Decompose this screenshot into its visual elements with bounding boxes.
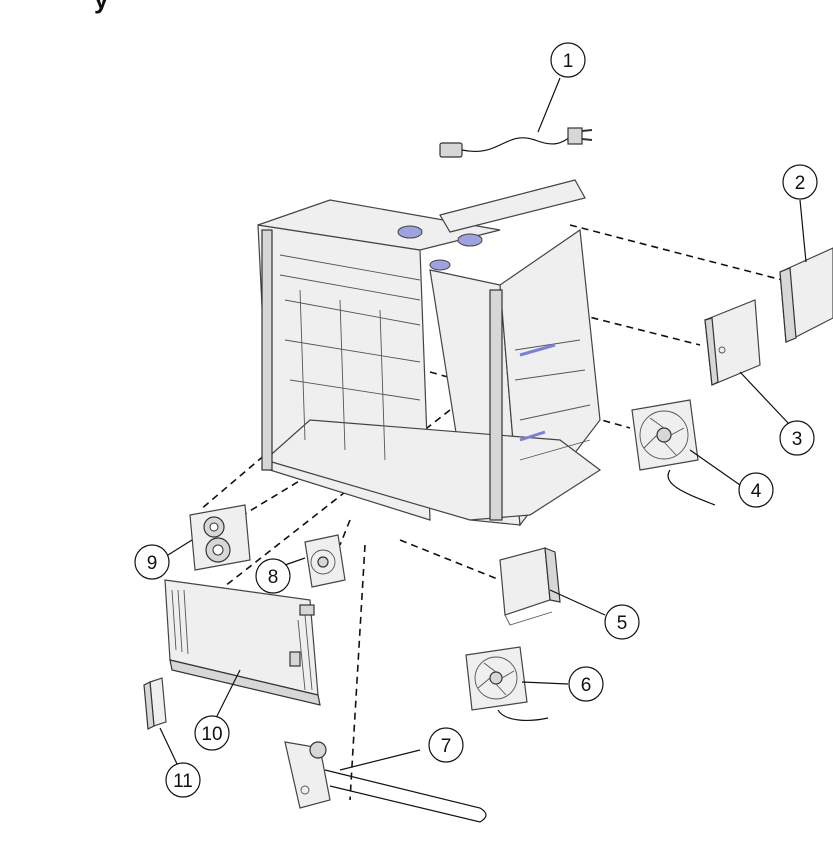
svg-text:7: 7 bbox=[441, 736, 452, 757]
svg-text:8: 8 bbox=[268, 567, 279, 588]
small-motor bbox=[304, 534, 346, 588]
callout-1: 1 bbox=[550, 42, 586, 78]
fan-upper bbox=[631, 399, 716, 506]
svg-text:2: 2 bbox=[795, 173, 806, 194]
callout-10: 10 bbox=[194, 715, 230, 751]
svg-text:6: 6 bbox=[581, 675, 592, 696]
main-frame-chassis bbox=[257, 179, 602, 527]
callout-11: 11 bbox=[165, 762, 201, 798]
svg-text:5: 5 bbox=[617, 613, 628, 634]
svg-text:11: 11 bbox=[173, 771, 193, 792]
power-supply-board bbox=[164, 579, 321, 706]
leader-lines bbox=[159, 77, 807, 771]
gear-assembly bbox=[189, 504, 251, 571]
callout-4: 4 bbox=[738, 472, 774, 508]
callout-3: 3 bbox=[779, 420, 815, 456]
fan-lower bbox=[465, 646, 549, 721]
header-fragment: y bbox=[94, 0, 109, 14]
shield-plate bbox=[779, 247, 833, 343]
duct-bracket bbox=[499, 547, 561, 626]
power-cord bbox=[439, 127, 593, 158]
small-block bbox=[143, 677, 167, 730]
callout-9: 9 bbox=[134, 544, 170, 580]
cover-bracket bbox=[704, 299, 761, 386]
svg-text:9: 9 bbox=[147, 553, 158, 574]
svg-text:1: 1 bbox=[563, 51, 574, 72]
callout-2: 2 bbox=[782, 164, 818, 200]
callout-6: 6 bbox=[568, 666, 604, 702]
svg-text:4: 4 bbox=[751, 481, 762, 502]
svg-text:3: 3 bbox=[792, 429, 803, 450]
svg-text:10: 10 bbox=[201, 724, 222, 745]
callout-7: 7 bbox=[428, 727, 464, 763]
callout-8: 8 bbox=[255, 558, 291, 594]
callout-5: 5 bbox=[604, 604, 640, 640]
drive-motor-belt bbox=[284, 741, 487, 823]
